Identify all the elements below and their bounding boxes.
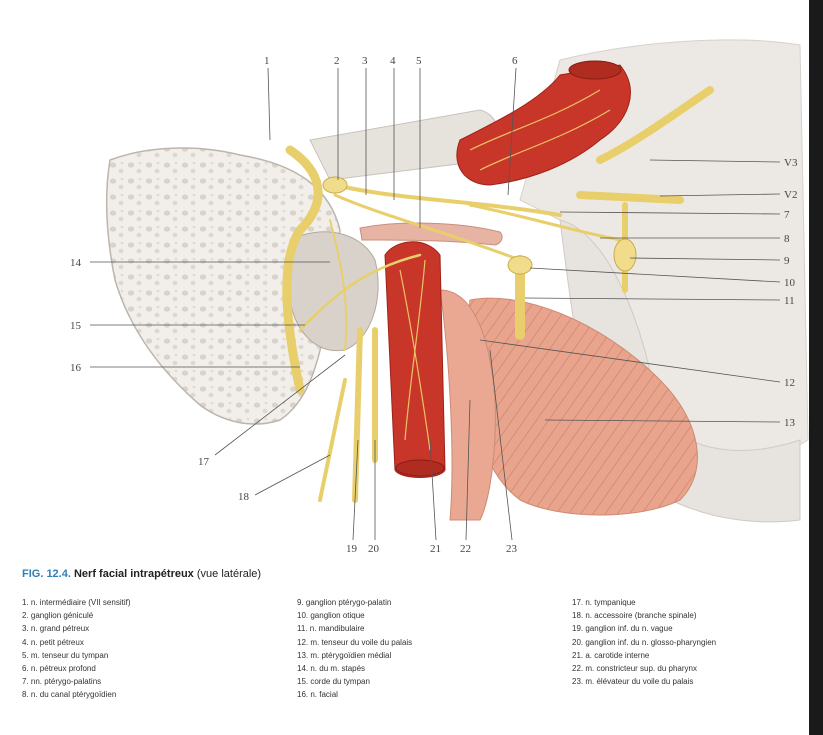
temporal-bone <box>105 147 341 425</box>
callout-15: 15 <box>70 320 82 332</box>
legend-item: 2. ganglion géniculé <box>22 611 94 621</box>
callout-19: 19 <box>346 543 358 555</box>
ophthalmic-nerve-V1 <box>596 86 714 164</box>
legend-item: 23. m. élévateur du voile du palais <box>572 677 694 687</box>
legend-item: 8. n. du canal ptérygoïdien <box>22 690 117 700</box>
callout-V3: V3 <box>784 157 798 169</box>
legend-item: 11. n. mandibulaire <box>297 624 365 634</box>
legend-item: 17. n. tympanique <box>572 598 636 607</box>
tensor-tympani-muscle <box>359 222 503 246</box>
callout-22: 22 <box>460 543 471 555</box>
accessory-nerve <box>318 378 347 502</box>
callout-21: 21 <box>430 543 441 555</box>
callout-23: 23 <box>506 543 518 555</box>
callout-9: 9 <box>784 255 790 267</box>
greater-petrosal-nerve <box>333 183 562 217</box>
callout-1: 1 <box>264 55 270 67</box>
callout-20: 20 <box>368 543 380 555</box>
callout-13: 13 <box>784 417 796 429</box>
legend-column-2: 9. ganglion ptérygo-palatin 10. ganglion… <box>297 596 412 702</box>
legend-item: 16. n. facial <box>297 690 338 700</box>
callout-4: 4 <box>390 55 396 67</box>
legend-column-3: 17. n. tympanique 18. n. accessoire (bra… <box>572 596 716 688</box>
legend-item: 21. a. carotide interne <box>572 650 650 660</box>
internal-carotid-artery <box>384 241 446 478</box>
legend-item: 14. n. du m. stapés <box>297 664 366 674</box>
legend-item: 1. n. intermédiaire (VII sensitif) <box>22 598 131 607</box>
otic-ganglion <box>507 255 533 275</box>
pterygopalatine-ganglion <box>613 238 637 272</box>
legend-item: 13. m. ptérygoïdien médial <box>297 650 392 660</box>
facial-nerve <box>282 145 323 395</box>
figure-title: Nerf facial intrapétreux <box>73 568 194 580</box>
callout-V2: V2 <box>784 189 797 201</box>
callout-8: 8 <box>784 233 790 245</box>
figure-label: FIG. 12.4. <box>22 568 71 580</box>
legend-item: 19. ganglion inf. du n. vague <box>572 624 673 634</box>
callout-14: 14 <box>70 257 82 269</box>
callout-5: 5 <box>416 55 422 67</box>
superior-constrictor-muscle <box>439 289 496 521</box>
legend-item: 12. m. tenseur du voile du palais <box>297 637 413 647</box>
callout-6: 6 <box>512 55 518 67</box>
callout-7: 7 <box>784 209 790 221</box>
scan-edge <box>809 0 823 735</box>
geniculate-ganglion <box>322 176 348 194</box>
legend-item: 6. n. pétreux profond <box>22 664 96 674</box>
legend-column-1: 1. n. intermédiaire (VII sensitif) 2. ga… <box>22 596 130 702</box>
legend-item: 20. ganglion inf. du n. glosso-pharyngie… <box>572 637 717 647</box>
vagus-inferior-ganglion <box>352 327 363 503</box>
callout-3: 3 <box>362 55 368 67</box>
legend-item: 15. corde du tympan <box>297 677 370 687</box>
legend-item: 7. nn. ptérygo-palatins <box>22 677 102 687</box>
legend-item: 22. m. constricteur sup. du pharynx <box>572 664 697 674</box>
figure-subtitle: (vue latérale) <box>196 568 262 580</box>
callout-12: 12 <box>784 377 795 389</box>
callout-18: 18 <box>238 491 250 503</box>
lesser-petrosal-nerve <box>333 193 522 262</box>
tympanic-cavity <box>289 231 379 352</box>
maxillary-nerve-V2 <box>576 191 684 204</box>
callout-17: 17 <box>198 456 210 468</box>
anatomical-illustration: 1 2 3 4 5 6 V3 V2 7 8 9 10 11 12 13 14 1… <box>70 39 809 555</box>
carotid-petrous-segment <box>456 64 631 186</box>
callout-2: 2 <box>334 55 340 67</box>
callout-10: 10 <box>784 277 796 289</box>
callout-11: 11 <box>784 295 795 307</box>
chorda-tympani <box>298 253 422 332</box>
legend-item: 3. n. grand pétreux <box>22 624 90 634</box>
legend-item: 10. ganglion otique <box>297 611 365 621</box>
tympanic-nerve <box>329 219 348 351</box>
callout-16: 16 <box>70 362 82 374</box>
legend-item: 9. ganglion ptérygo-palatin <box>297 598 392 607</box>
legend: 1. n. intermédiaire (VII sensitif) 2. ga… <box>22 596 802 731</box>
legend-item: 4. n. petit pétreux <box>22 637 84 647</box>
nerve-pterygoid-canal <box>468 203 622 242</box>
figure-caption: FIG. 12.4. Nerf facial intrapétreux (vue… <box>22 568 261 580</box>
legend-item: 5. m. tenseur du tympan <box>22 650 109 660</box>
legend-item: 18. n. accessoire (branche spinale) <box>572 611 697 621</box>
